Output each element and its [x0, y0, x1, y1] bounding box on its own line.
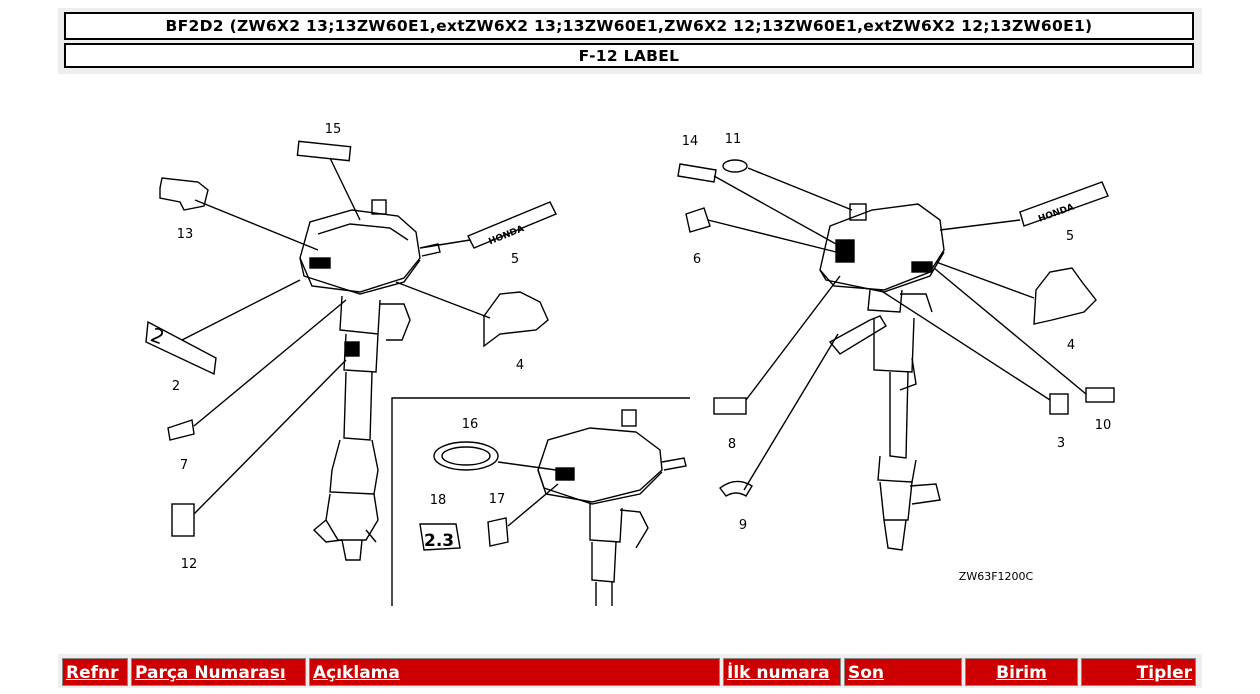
callout-15: 15	[325, 122, 342, 137]
diagram-code: ZW63F1200C	[959, 570, 1034, 583]
callout-12: 12	[181, 557, 198, 572]
callout-4-left: 4	[516, 358, 524, 373]
label-17-shape	[487, 517, 509, 547]
callout-3: 3	[1057, 436, 1065, 451]
parts-diagram: HONDA HONDA 2 2.3 15 13 5 2 4 7 12 16 18…	[145, 122, 1115, 606]
label-3-shape	[1049, 393, 1069, 415]
parts-table-header: Refnr Parça Numarası Açıklama İlk numara…	[58, 654, 1202, 688]
inset-frame	[391, 397, 690, 606]
callout-4-right: 4	[1067, 338, 1075, 353]
callout-2: 2	[172, 379, 180, 394]
callout-14: 14	[682, 134, 699, 149]
left-logo-spot	[309, 257, 331, 269]
honda-label-left	[467, 201, 557, 249]
col-refnr[interactable]: Refnr	[62, 658, 128, 686]
section-title: F-12 LABEL	[64, 43, 1194, 68]
honda-label-right	[1019, 181, 1109, 227]
right-side-label-spot	[911, 261, 933, 273]
left-model-label-spot	[344, 341, 360, 357]
col-description[interactable]: Açıklama	[309, 658, 720, 686]
callout-7: 7	[180, 458, 188, 473]
honda-text-left: HONDA	[487, 224, 525, 247]
label-13-shape	[159, 177, 209, 211]
model-2-text: 2	[148, 322, 168, 349]
callout-11: 11	[725, 132, 742, 147]
inset-outboard-motor	[537, 409, 687, 606]
header-panel: BF2D2 (ZW6X2 13;13ZW60E1,extZW6X2 13;13Z…	[58, 8, 1202, 74]
callout-9: 9	[739, 518, 747, 533]
honda-text-right: HONDA	[1037, 203, 1075, 225]
page-title: BF2D2 (ZW6X2 13;13ZW60E1,extZW6X2 13;13Z…	[64, 12, 1194, 40]
left-outboard-motor	[299, 199, 441, 561]
label-9-shape	[719, 480, 753, 497]
label-14-shape	[677, 163, 717, 183]
callout-17: 17	[489, 492, 506, 507]
callout-10: 10	[1095, 418, 1112, 433]
col-first-number[interactable]: İlk numara	[723, 658, 841, 686]
label-18-shape	[419, 523, 461, 551]
label-4-right-shape	[1033, 267, 1097, 325]
label-15-shape	[296, 140, 352, 162]
label-4-shape	[483, 291, 549, 348]
model-23-text: 2.3	[424, 531, 454, 551]
label-10-shape	[1085, 387, 1115, 403]
label-6-shape	[685, 207, 711, 233]
callout-5-left: 5	[511, 252, 519, 267]
col-types[interactable]: Tipler	[1081, 658, 1196, 686]
label-2-shape	[145, 320, 217, 376]
label-11-shape	[722, 159, 748, 173]
label-8-shape	[713, 397, 747, 415]
callout-8: 8	[728, 437, 736, 452]
callout-6: 6	[693, 252, 701, 267]
label-12-shape	[171, 503, 195, 537]
col-last[interactable]: Son	[844, 658, 962, 686]
callout-5-right: 5	[1066, 229, 1074, 244]
callout-16: 16	[462, 417, 479, 432]
right-logo-spot	[835, 239, 855, 263]
callout-18: 18	[430, 493, 447, 508]
inset-label-spot	[555, 467, 575, 481]
col-unit[interactable]: Birim	[965, 658, 1078, 686]
label-7-shape	[167, 419, 195, 441]
col-part-number[interactable]: Parça Numarası	[131, 658, 306, 686]
label-16-shape	[433, 441, 499, 471]
callout-13: 13	[177, 227, 194, 242]
